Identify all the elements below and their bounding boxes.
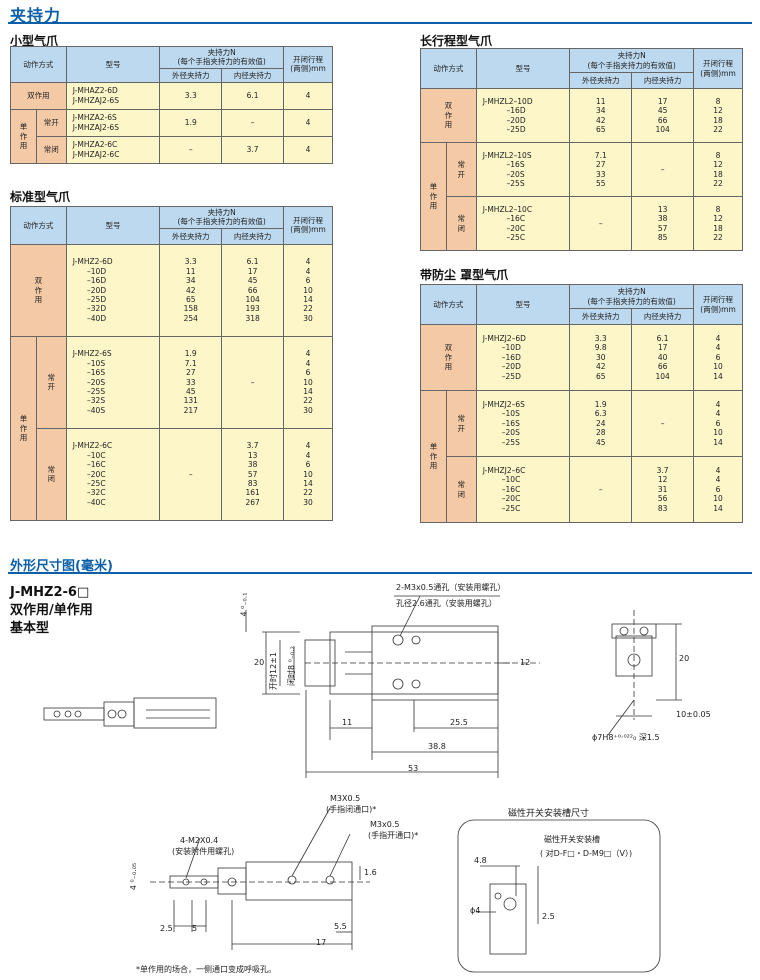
label-d53: 53: [408, 764, 419, 773]
label-d20: 20: [254, 658, 265, 667]
switch-d48: 4.8: [474, 856, 487, 865]
small-table: 动作方式型号夹持力N (每个手指夹持力的有效值)开闭行程 (两侧)mm 外径夹持…: [10, 46, 333, 164]
small-title: 小型气爪: [10, 34, 59, 48]
thumbnail-drawing: [43, 697, 217, 729]
label-b25: 2.5: [160, 924, 173, 933]
label-m3a: M3X0.5: [330, 794, 361, 803]
outline-title: 外形尺寸图(毫米): [10, 559, 113, 574]
action-heading: 双作用/单作用: [10, 603, 93, 618]
label-d11: 11: [342, 718, 353, 727]
front-view: [245, 595, 540, 778]
dust-title: 带防尘 罩型气爪: [420, 268, 509, 282]
label-b5: 5: [192, 924, 198, 933]
bottom-view: [150, 807, 370, 950]
label-r10: 10±0.05: [676, 710, 711, 719]
label-hole2: 孔径2.6通孔（安装用螺孔）: [396, 599, 497, 608]
label-r20: 20: [679, 654, 690, 663]
model-heading: J-MHZ2-6□: [10, 585, 90, 600]
label-b17: 17: [316, 938, 327, 947]
label-r7h8: ϕ7H8⁺⁰·⁰²²₀ 深1.5: [592, 733, 660, 742]
label-m3bb: (手指开通口)*: [368, 831, 419, 840]
long-title: 长行程型气爪: [420, 34, 493, 48]
switch-label2: ( 对D-F□・D-M9□（V）): [540, 849, 633, 858]
label-open: 开时12±1: [269, 652, 278, 690]
label-m3b: M3x0.5: [370, 820, 400, 829]
std-title: 标准型气爪: [10, 190, 71, 204]
label-d388: 38.8: [428, 742, 446, 751]
switch-d25: 2.5: [542, 912, 555, 921]
side-view: [607, 610, 682, 736]
label-d255: 25.5: [450, 718, 468, 727]
outline-rule: [8, 572, 752, 574]
switch-phi4: ϕ4: [470, 906, 481, 915]
type-heading: 基本型: [10, 621, 50, 636]
std-table: 动作方式型号夹持力N (每个手指夹持力的有效值)开闭行程 (两侧)mm 外径夹持…: [10, 206, 333, 521]
label-b4: 4 ⁰₋₀.₀₅: [129, 862, 139, 891]
label-hole1: 2-M3x0.5通孔（安装用螺孔）: [396, 583, 506, 592]
switch-title: 磁性开关安装槽尺寸: [508, 809, 590, 819]
label-b55: 5.5: [334, 922, 347, 931]
dust-table: 动作方式型号夹持力N (每个手指夹持力的有效值)开闭行程 (两侧)mm 外径夹持…: [420, 284, 743, 523]
label-m3ab: (手指闭通口)*: [326, 805, 377, 814]
label-m2b: (安装附件用螺孔): [172, 847, 235, 856]
label-d12: 12: [520, 658, 531, 667]
label-m2: 4-M2X0.4: [180, 836, 219, 845]
page-title: 夹持力: [10, 6, 62, 25]
long-table: 动作方式型号夹持力N (每个手指夹持力的有效值)开闭行程 (两侧)mm 外径夹持…: [420, 48, 743, 251]
switch-slot-view: [457, 819, 661, 973]
label-b16: 1.6: [364, 868, 377, 877]
title-rule: [8, 22, 752, 24]
label-d4: 4 ⁰₋₀.₁: [239, 592, 249, 617]
switch-label1: 磁性开关安装槽: [544, 835, 600, 844]
footnote: *单作用的场合，一侧通口变成呼吸孔。: [136, 965, 276, 974]
label-close: 闭时8 ⁰₋₀.₂: [287, 645, 296, 686]
